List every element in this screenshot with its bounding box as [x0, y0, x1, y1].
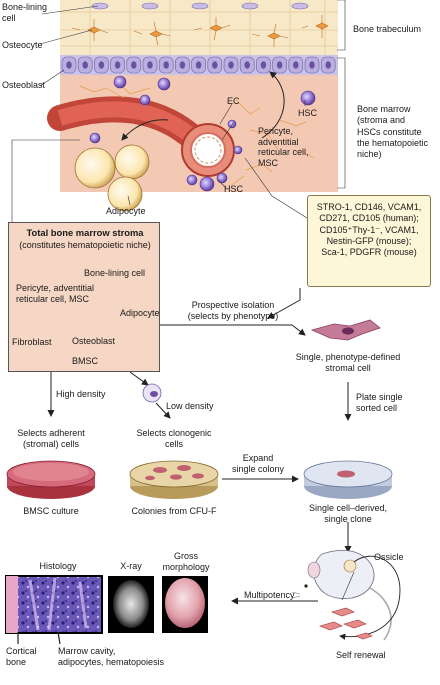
- osteoblast-nucleus: [325, 61, 332, 69]
- label-prospective-isolation: Prospective isolation (selects by phenot…: [187, 300, 279, 321]
- label-single-phenotype: Single, phenotype-defined stromal cell: [295, 352, 401, 373]
- osteoblast-nucleus: [212, 61, 218, 69]
- self-renewal-cells: [319, 607, 373, 640]
- label-hsc-bottom: HSC: [224, 184, 244, 194]
- label-fibroblast: Fibroblast: [12, 337, 52, 347]
- label-single-clone: Single cell–derived, single clone: [308, 503, 388, 524]
- label-cortical-bone: Cortical bone: [6, 646, 37, 667]
- label-ec: EC: [227, 96, 240, 106]
- osteoblast-nucleus: [131, 61, 137, 69]
- label-osteoblast-box: Osteoblast: [72, 336, 116, 346]
- label-high-density: High density: [56, 389, 106, 399]
- label-pericyte-box: Pericyte, adventitial reticular cell, MS…: [16, 283, 95, 304]
- label-low-density: Low density: [166, 401, 214, 411]
- label-osteoblast: Osteoblast: [2, 80, 46, 90]
- hsc-cells: [89, 75, 316, 192]
- adipocytes-top: [74, 144, 150, 212]
- single-stromal-cell: [310, 319, 381, 341]
- osteoblast-nucleus: [292, 61, 299, 69]
- label-histology: Histology: [39, 561, 77, 571]
- label-expand-colony: Expand single colony: [231, 453, 285, 474]
- label-bmsc-culture: BMSC culture: [23, 506, 79, 516]
- leader-lines: [11, 0, 346, 222]
- bone-trabeculum-region: [60, 0, 338, 55]
- label-colonies-cfu-f: Colonies from CFU-F: [131, 506, 217, 516]
- label-self-renewal: Self renewal: [336, 650, 386, 660]
- label-selects-adherent: Selects adherent (stromal) cells: [17, 428, 85, 449]
- low-density-cell: [142, 383, 162, 403]
- osteoblast-nucleus: [244, 61, 250, 69]
- label-hsc-right: HSC: [298, 108, 318, 118]
- label-xray: X-ray: [120, 561, 142, 571]
- histology-image: [5, 575, 103, 634]
- label-bone-lining-cell: Bone-lining cell: [2, 2, 48, 23]
- osteoblast-nucleus: [260, 61, 267, 69]
- label-plate-single: Plate single sorted cell: [356, 392, 403, 413]
- blood-vessel: [47, 96, 235, 177]
- osteoblast-nucleus: [82, 61, 88, 69]
- label-osteocyte: Osteocyte: [2, 40, 43, 50]
- stroma-subtitle: (constitutes hematopoietic niche): [19, 240, 151, 250]
- osteoblast-nucleus: [195, 61, 202, 69]
- markers-box: STRO-1, CD146, VCAM1, CD271, CD105 (huma…: [307, 195, 431, 287]
- gross-morphology-image: [162, 576, 208, 633]
- xray-image: [108, 576, 154, 633]
- osteoblast-nucleus: [309, 61, 315, 69]
- label-bone-marrow: Bone marrow (stroma and HSCs constitute …: [357, 104, 429, 160]
- osteoblast-nucleus: [276, 61, 283, 69]
- osteoblast-nucleus: [147, 61, 153, 69]
- osteoblast-nucleus: [114, 61, 121, 69]
- label-ossicle: Ossicle: [374, 552, 404, 562]
- label-multipotency: Multipotency: [244, 590, 295, 600]
- markers-text: STRO-1, CD146, VCAM1, CD271, CD105 (huma…: [316, 202, 422, 258]
- label-gross-morphology: Gross morphology: [162, 551, 210, 572]
- label-pericyte-top: Pericyte, adventitial reticular cell, MS…: [258, 126, 309, 168]
- stroma-title: Total bone marrow stroma: [26, 227, 144, 238]
- label-bone-trabeculum: Bone trabeculum: [353, 24, 422, 34]
- dish-single-clone: [303, 460, 393, 499]
- lineage-arrows: [121, 71, 285, 141]
- label-adipocyte-top: Adipocyte: [106, 206, 146, 216]
- label-selects-clonogenic: Selects clonogenic cells: [136, 428, 212, 449]
- osteoblast-nucleus: [98, 61, 105, 69]
- osteoblast-nucleus: [228, 61, 234, 69]
- osteoblast-cells: [61, 56, 336, 74]
- osteoblast-nucleus: [66, 61, 72, 69]
- osteocytes: [71, 15, 329, 47]
- dish-bmsc-culture: [6, 460, 96, 499]
- mouse-illustration: [291, 550, 401, 641]
- osteoblast-nucleus: [179, 61, 186, 69]
- label-marrow-cavity: Marrow cavity, adipocytes, hematopoiesis: [58, 646, 165, 667]
- label-bmsc: BMSC: [72, 356, 99, 366]
- histology-pointers: [17, 631, 61, 645]
- flow-arrows: [47, 288, 352, 605]
- label-adipocyte-box: Adipocyte: [120, 308, 160, 318]
- stroma-box: [8, 222, 160, 372]
- osteoblast-nucleus: [163, 61, 169, 69]
- label-bone-lining-cell-box: Bone-lining cell: [84, 268, 146, 278]
- dish-cfu-f: [129, 460, 219, 499]
